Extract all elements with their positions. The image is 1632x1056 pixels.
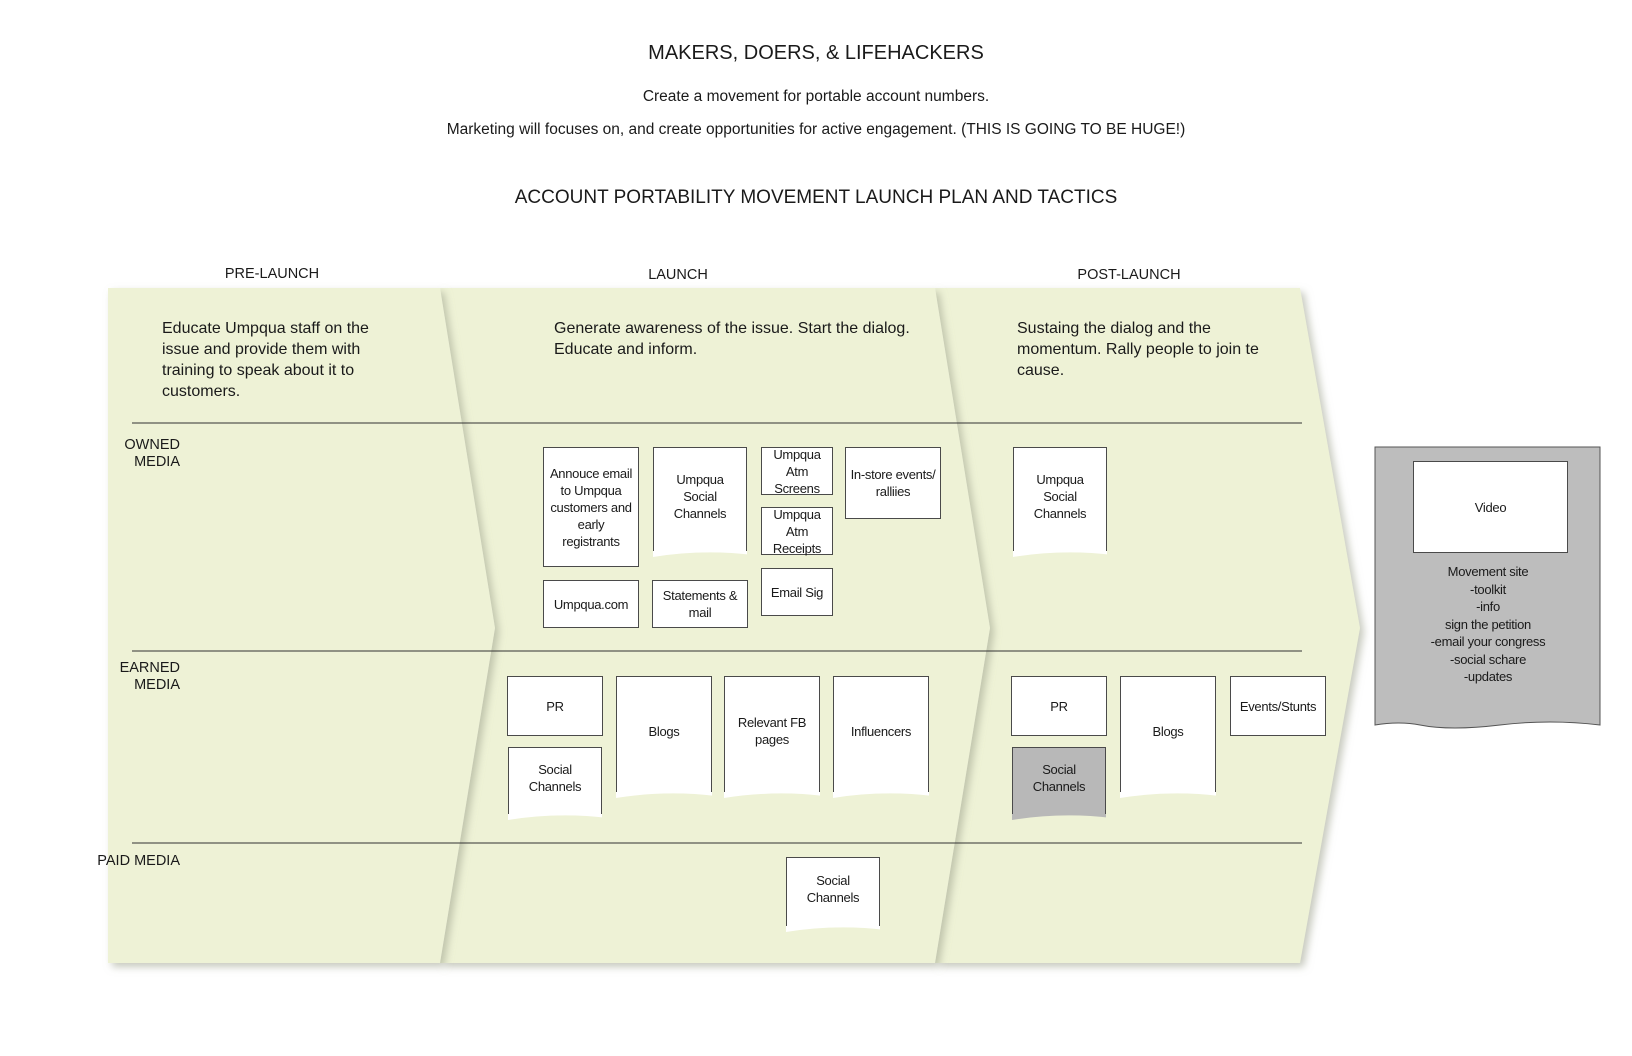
card-instore-events[interactable]: In-store events/ ralliies	[845, 447, 941, 519]
post-launch-description: Sustaing the dialog and the momentum. Ra…	[1017, 320, 1259, 379]
post-launch-chevron	[935, 288, 1360, 963]
card-atm-screens[interactable]: Umpqua Atm Screens	[761, 447, 833, 496]
card-social-channels-launch[interactable]: Social Channels	[508, 747, 602, 815]
row-label-owned-media: OWNED MEDIA	[124, 437, 180, 470]
movement-site-line: -info	[1476, 599, 1500, 614]
card-pr-launch[interactable]: PR	[507, 676, 603, 736]
pre-launch-description: Educate Umpqua staff on the issue and pr…	[162, 320, 369, 400]
phase-label-launch: LAUNCH	[648, 267, 708, 283]
movement-site-line: Movement site	[1447, 564, 1529, 579]
card-statements-mail[interactable]: Statements & mail	[652, 580, 748, 628]
subtitle-movement: Create a movement for portable account n…	[642, 88, 990, 105]
card-blogs-post[interactable]: Blogs	[1120, 676, 1216, 793]
movement-site-line: -email your congress	[1430, 634, 1546, 649]
movement-site-line: -updates	[1463, 669, 1513, 684]
movement-site-line: sign the petition	[1445, 616, 1531, 632]
movement-site-line: -social schare	[1450, 651, 1526, 667]
movement-site-line: -toolkit	[1470, 581, 1506, 597]
card-video[interactable]: Video	[1413, 461, 1568, 553]
card-annouce-email[interactable]: Annouce email to Umpqua customers and ea…	[543, 447, 639, 567]
page-title: MAKERS, DOERS, & LIFEHACKERS	[648, 42, 984, 64]
card-events-stunts[interactable]: Events/Stunts	[1230, 676, 1326, 736]
phase-label-post-launch: POST-LAUNCH	[1077, 267, 1181, 283]
pre-launch-chevron	[108, 288, 495, 963]
card-umpqua-social-launch[interactable]: Umpqua Social Channels	[653, 447, 747, 552]
card-blogs-launch[interactable]: Blogs	[616, 676, 712, 793]
card-influencers[interactable]: Influencers	[833, 676, 929, 793]
card-paid-social-channels[interactable]: Social Channels	[786, 857, 880, 927]
phase-label-pre-launch: PRE-LAUNCH	[224, 266, 320, 282]
card-umpqua-com[interactable]: Umpqua.com	[543, 580, 639, 628]
card-umpqua-social-post[interactable]: Umpqua Social Channels	[1013, 447, 1107, 552]
row-label-earned-media: EARNED MEDIA	[119, 660, 180, 693]
subtitle-marketing: Marketing will focuses on, and create op…	[446, 121, 1186, 138]
launch-description: Generate awareness of the issue. Start t…	[554, 320, 910, 358]
card-social-channels-post[interactable]: Social Channels	[1012, 747, 1106, 815]
plan-title: ACCOUNT PORTABILITY MOVEMENT LAUNCH PLAN…	[514, 187, 1118, 208]
card-pr-post[interactable]: PR	[1011, 676, 1107, 736]
card-relevant-fb-pages[interactable]: Relevant FB pages	[724, 676, 820, 793]
row-label-paid-media: PAID MEDIA	[97, 853, 180, 869]
movement-site-list: Movement site -toolkit -info sign the petit…	[1376, 563, 1600, 686]
card-email-sig[interactable]: Email Sig	[761, 568, 833, 616]
card-atm-receipts[interactable]: Umpqua Atm Receipts	[761, 507, 833, 556]
